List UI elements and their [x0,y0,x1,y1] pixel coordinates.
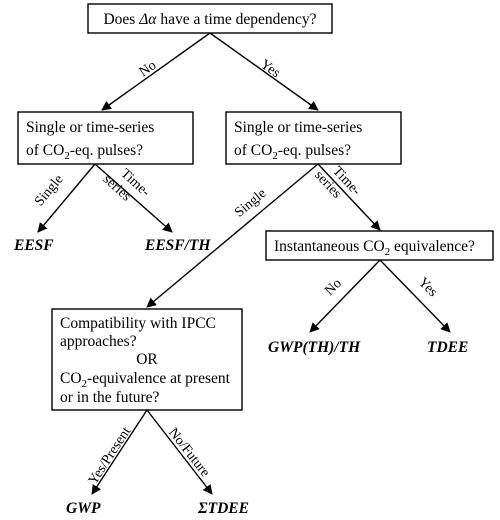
edge-label-root-yes: Yes [257,57,282,81]
leaf-gwp: GWP [66,500,101,517]
pulses-question-right-line1: Single or time-series [234,119,362,136]
edge-left-single [37,163,96,233]
edge-instantaneous-no [309,259,381,333]
pulses-question-box-right [225,111,402,165]
edge-label-compatibility-yes: Yes/Present [86,424,134,487]
leaf-eesf: EESF [13,237,54,254]
pulses-question-box-left [17,111,194,165]
edge-label-instantaneous-no: No [322,276,345,299]
compatibility-question-line3: OR [136,351,158,368]
pulses-question-left-line2: of CO2-eq. pulses? [26,142,143,162]
leaf-gwp-th-over-th: GWP(TH)/TH [268,339,361,356]
edge-compatibility-no-future [146,409,213,495]
edge-right-time-series [317,163,381,231]
compatibility-question-box [51,308,243,411]
pulses-question-left-line1: Single or time-series [26,119,154,136]
root-question-box [87,3,333,34]
edge-label-instantaneous-yes: Yes [415,275,440,300]
edge-left-time-series [94,163,173,233]
edge-label-compatibility-no: No/Future [165,426,212,481]
leaf-sigma-tdee: ΣTDEE [197,500,249,517]
edge-right-single [146,163,319,308]
edge-label-root-no: No [137,58,160,80]
edge-root-no [101,32,211,111]
edge-root-yes [209,32,319,111]
leaf-tdee: TDEE [427,339,468,356]
edge-label-right-single: Single [232,186,269,220]
instantaneous-question-box [265,230,494,261]
root-question-text: Does Δα have a time dependency? [103,11,316,28]
leaf-eesf-th: EESF/TH [144,237,211,254]
compatibility-question-line2: approaches? [60,333,137,350]
edge-instantaneous-yes [379,259,451,333]
compatibility-question-line4: CO2-equivalence at present [60,370,231,390]
pulses-question-right-line2: of CO2-eq. pulses? [234,142,351,162]
compatibility-question-line1: Compatibility with IPCC [60,315,216,332]
edge-compatibility-yes-present [91,409,148,495]
compatibility-question-line5: or in the future? [60,389,160,406]
instantaneous-question-text: Instantaneous CO2 equivalence? [274,238,475,258]
edge-label-left-series: Time- series [100,160,155,214]
